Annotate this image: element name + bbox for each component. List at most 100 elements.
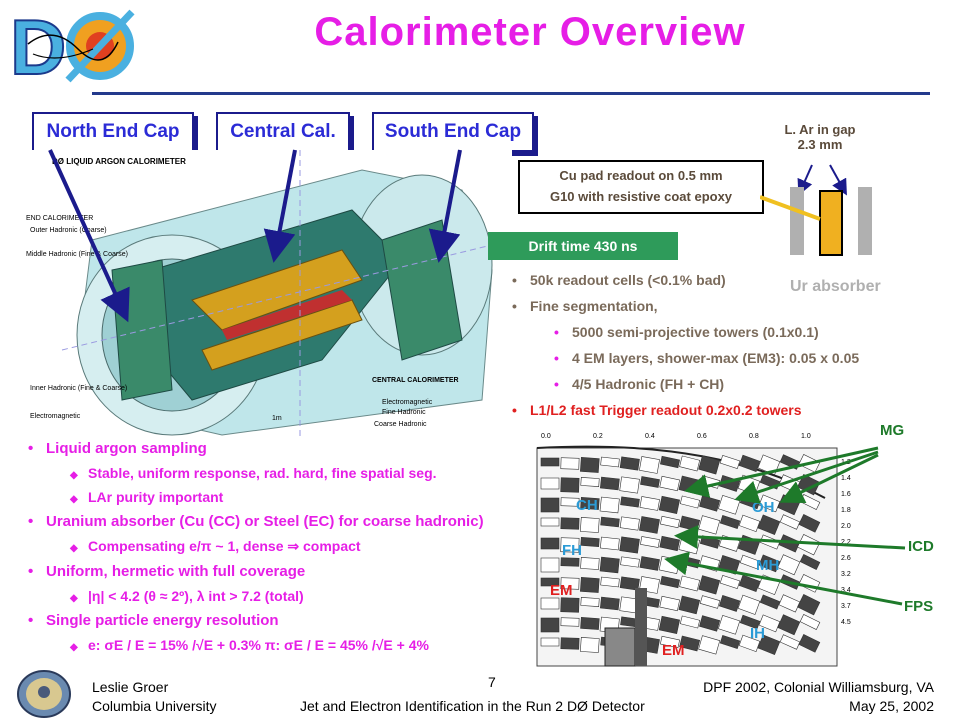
footer-talk-title: Jet and Electron Identification in the R… bbox=[300, 698, 645, 714]
calorimeter-cell bbox=[540, 597, 560, 610]
calorimeter-cell bbox=[639, 556, 660, 571]
calorimeter-cell bbox=[679, 495, 701, 509]
calorimeter-cell bbox=[658, 615, 680, 635]
calorimeter-cell bbox=[699, 495, 721, 512]
calorimeter-cell bbox=[639, 516, 660, 534]
label-mh: MH bbox=[756, 557, 780, 574]
calorimeter-cell bbox=[737, 594, 761, 615]
calorimeter-cell bbox=[679, 635, 701, 652]
north-end-cap-tag: North End Cap bbox=[32, 112, 194, 152]
calorimeter-cell bbox=[560, 617, 580, 627]
calorimeter-cell bbox=[540, 637, 560, 647]
calorimeter-cell bbox=[777, 554, 801, 576]
calorimeter-cell bbox=[698, 455, 721, 475]
calorimeter-cell bbox=[797, 594, 821, 616]
calorimeter-cell bbox=[719, 635, 741, 649]
bullet-diamond-icon: ◆ bbox=[70, 470, 78, 481]
calorimeter-cell bbox=[599, 496, 620, 514]
calorimeter-cell bbox=[599, 536, 620, 551]
calorimeter-cell bbox=[540, 477, 560, 490]
calorimeter-cell bbox=[619, 516, 640, 531]
eta-tick-label: 0.4 bbox=[645, 433, 655, 440]
svg-text:Outer Hadronic (Coarse): Outer Hadronic (Coarse) bbox=[30, 227, 107, 234]
calorimeter-cell bbox=[699, 595, 721, 609]
calorimeter-cell bbox=[660, 515, 680, 529]
bullet-dot-icon: • bbox=[28, 513, 34, 530]
calorimeter-cell bbox=[757, 514, 781, 536]
calorimeter-cell bbox=[580, 537, 600, 547]
eta-tick-label: 2.0 bbox=[841, 523, 851, 530]
calorimeter-cell bbox=[738, 514, 761, 533]
right-bullet-trigger: •L1/L2 fast Trigger readout 0.2x0.2 towe… bbox=[512, 402, 802, 418]
absorber-label: Ur absorber bbox=[790, 278, 881, 295]
calorimeter-cell bbox=[679, 575, 701, 592]
calorimeter-cell bbox=[560, 457, 580, 470]
svg-text:CENTRAL CALORIMETER: CENTRAL CALORIMETER bbox=[372, 377, 459, 384]
svg-text:Middle Hadronic (Fine & Coarse: Middle Hadronic (Fine & Coarse) bbox=[26, 251, 128, 258]
footer-conference: DPF 2002, Colonial Williamsburg, VA bbox=[703, 679, 934, 695]
calorimeter-cell bbox=[660, 575, 680, 589]
calorimeter-cell bbox=[640, 476, 660, 488]
left-bullet: •Uranium absorber (Cu (CC) or Steel (EC)… bbox=[28, 513, 484, 530]
calorimeter-cell bbox=[799, 554, 821, 570]
calorimeter-cell bbox=[659, 595, 680, 612]
calorimeter-cell bbox=[600, 576, 620, 588]
eta-tick-label: 3.2 bbox=[841, 571, 851, 578]
university-seal bbox=[12, 670, 76, 718]
calorimeter-cell bbox=[580, 577, 600, 593]
calorimeter-cell bbox=[620, 556, 640, 568]
calorimeter-cell bbox=[620, 496, 640, 508]
calorimeter-cell bbox=[619, 476, 640, 494]
label-icd: ICD bbox=[908, 538, 934, 555]
svg-text:Fine Hadronic: Fine Hadronic bbox=[382, 409, 426, 416]
calorimeter-cell bbox=[600, 456, 620, 468]
label-mg: MG bbox=[880, 422, 905, 439]
calorimeter-cell bbox=[660, 455, 680, 469]
eta-tick-label: 0.8 bbox=[749, 433, 759, 440]
bullet-dot-icon: • bbox=[28, 440, 34, 457]
label-ch: CH bbox=[576, 497, 598, 514]
calorimeter-cell bbox=[580, 517, 600, 533]
calorimeter-cell bbox=[658, 495, 680, 515]
calorimeter-cell bbox=[599, 476, 620, 491]
calorimeter-cell bbox=[619, 536, 640, 554]
label-ih: IH bbox=[750, 625, 765, 642]
bullet-dot-icon: • bbox=[28, 612, 34, 629]
calorimeter-cell bbox=[739, 614, 761, 630]
drift-time-badge: Drift time 430 ns bbox=[488, 232, 678, 260]
calorimeter-cell bbox=[799, 614, 821, 630]
calorimeter-cell bbox=[759, 594, 781, 610]
calorimeter-cell bbox=[798, 514, 821, 533]
calorimeter-cell bbox=[639, 456, 660, 474]
cell-schematic bbox=[759, 185, 910, 275]
calorimeter-cell bbox=[719, 515, 741, 529]
calorimeter-cell bbox=[540, 557, 560, 573]
calorimeter-cell bbox=[797, 534, 821, 556]
calorimeter-cell bbox=[599, 556, 620, 574]
calorimeter-cell bbox=[560, 557, 580, 567]
calorimeter-cell bbox=[798, 634, 821, 653]
calorimeter-cell bbox=[679, 455, 701, 472]
left-sub-bullet: ◆e: σE / E = 15% /√E + 0.3% π: σE / E = … bbox=[70, 637, 429, 653]
eta-tick-label: 2.2 bbox=[841, 539, 851, 546]
calorimeter-cell bbox=[757, 634, 781, 656]
calorimeter-cell bbox=[718, 595, 741, 612]
left-sub-bullet: ◆LAr purity important bbox=[70, 489, 224, 505]
svg-text:Coarse Hadronic: Coarse Hadronic bbox=[374, 421, 427, 428]
calorimeter-cell bbox=[698, 515, 721, 535]
right-bullet-2: •Fine segmentation, bbox=[512, 298, 658, 314]
south-end-cap-tag: South End Cap bbox=[372, 112, 534, 152]
svg-text:D: D bbox=[10, 4, 66, 88]
eta-tick-label: 1.0 bbox=[801, 433, 811, 440]
right-sub-1: •5000 semi-projective towers (0.1x0.1) bbox=[554, 324, 819, 340]
calorimeter-cell bbox=[698, 575, 721, 595]
calorimeter-cell bbox=[619, 576, 640, 591]
label-em-1: EM bbox=[550, 582, 573, 599]
svg-text:Inner Hadronic (Fine & Coarse): Inner Hadronic (Fine & Coarse) bbox=[30, 385, 127, 392]
calorimeter-cell bbox=[599, 596, 620, 611]
calorimeter-cell bbox=[540, 577, 560, 587]
page-number: 7 bbox=[488, 674, 496, 690]
calorimeter-cell bbox=[560, 517, 580, 530]
